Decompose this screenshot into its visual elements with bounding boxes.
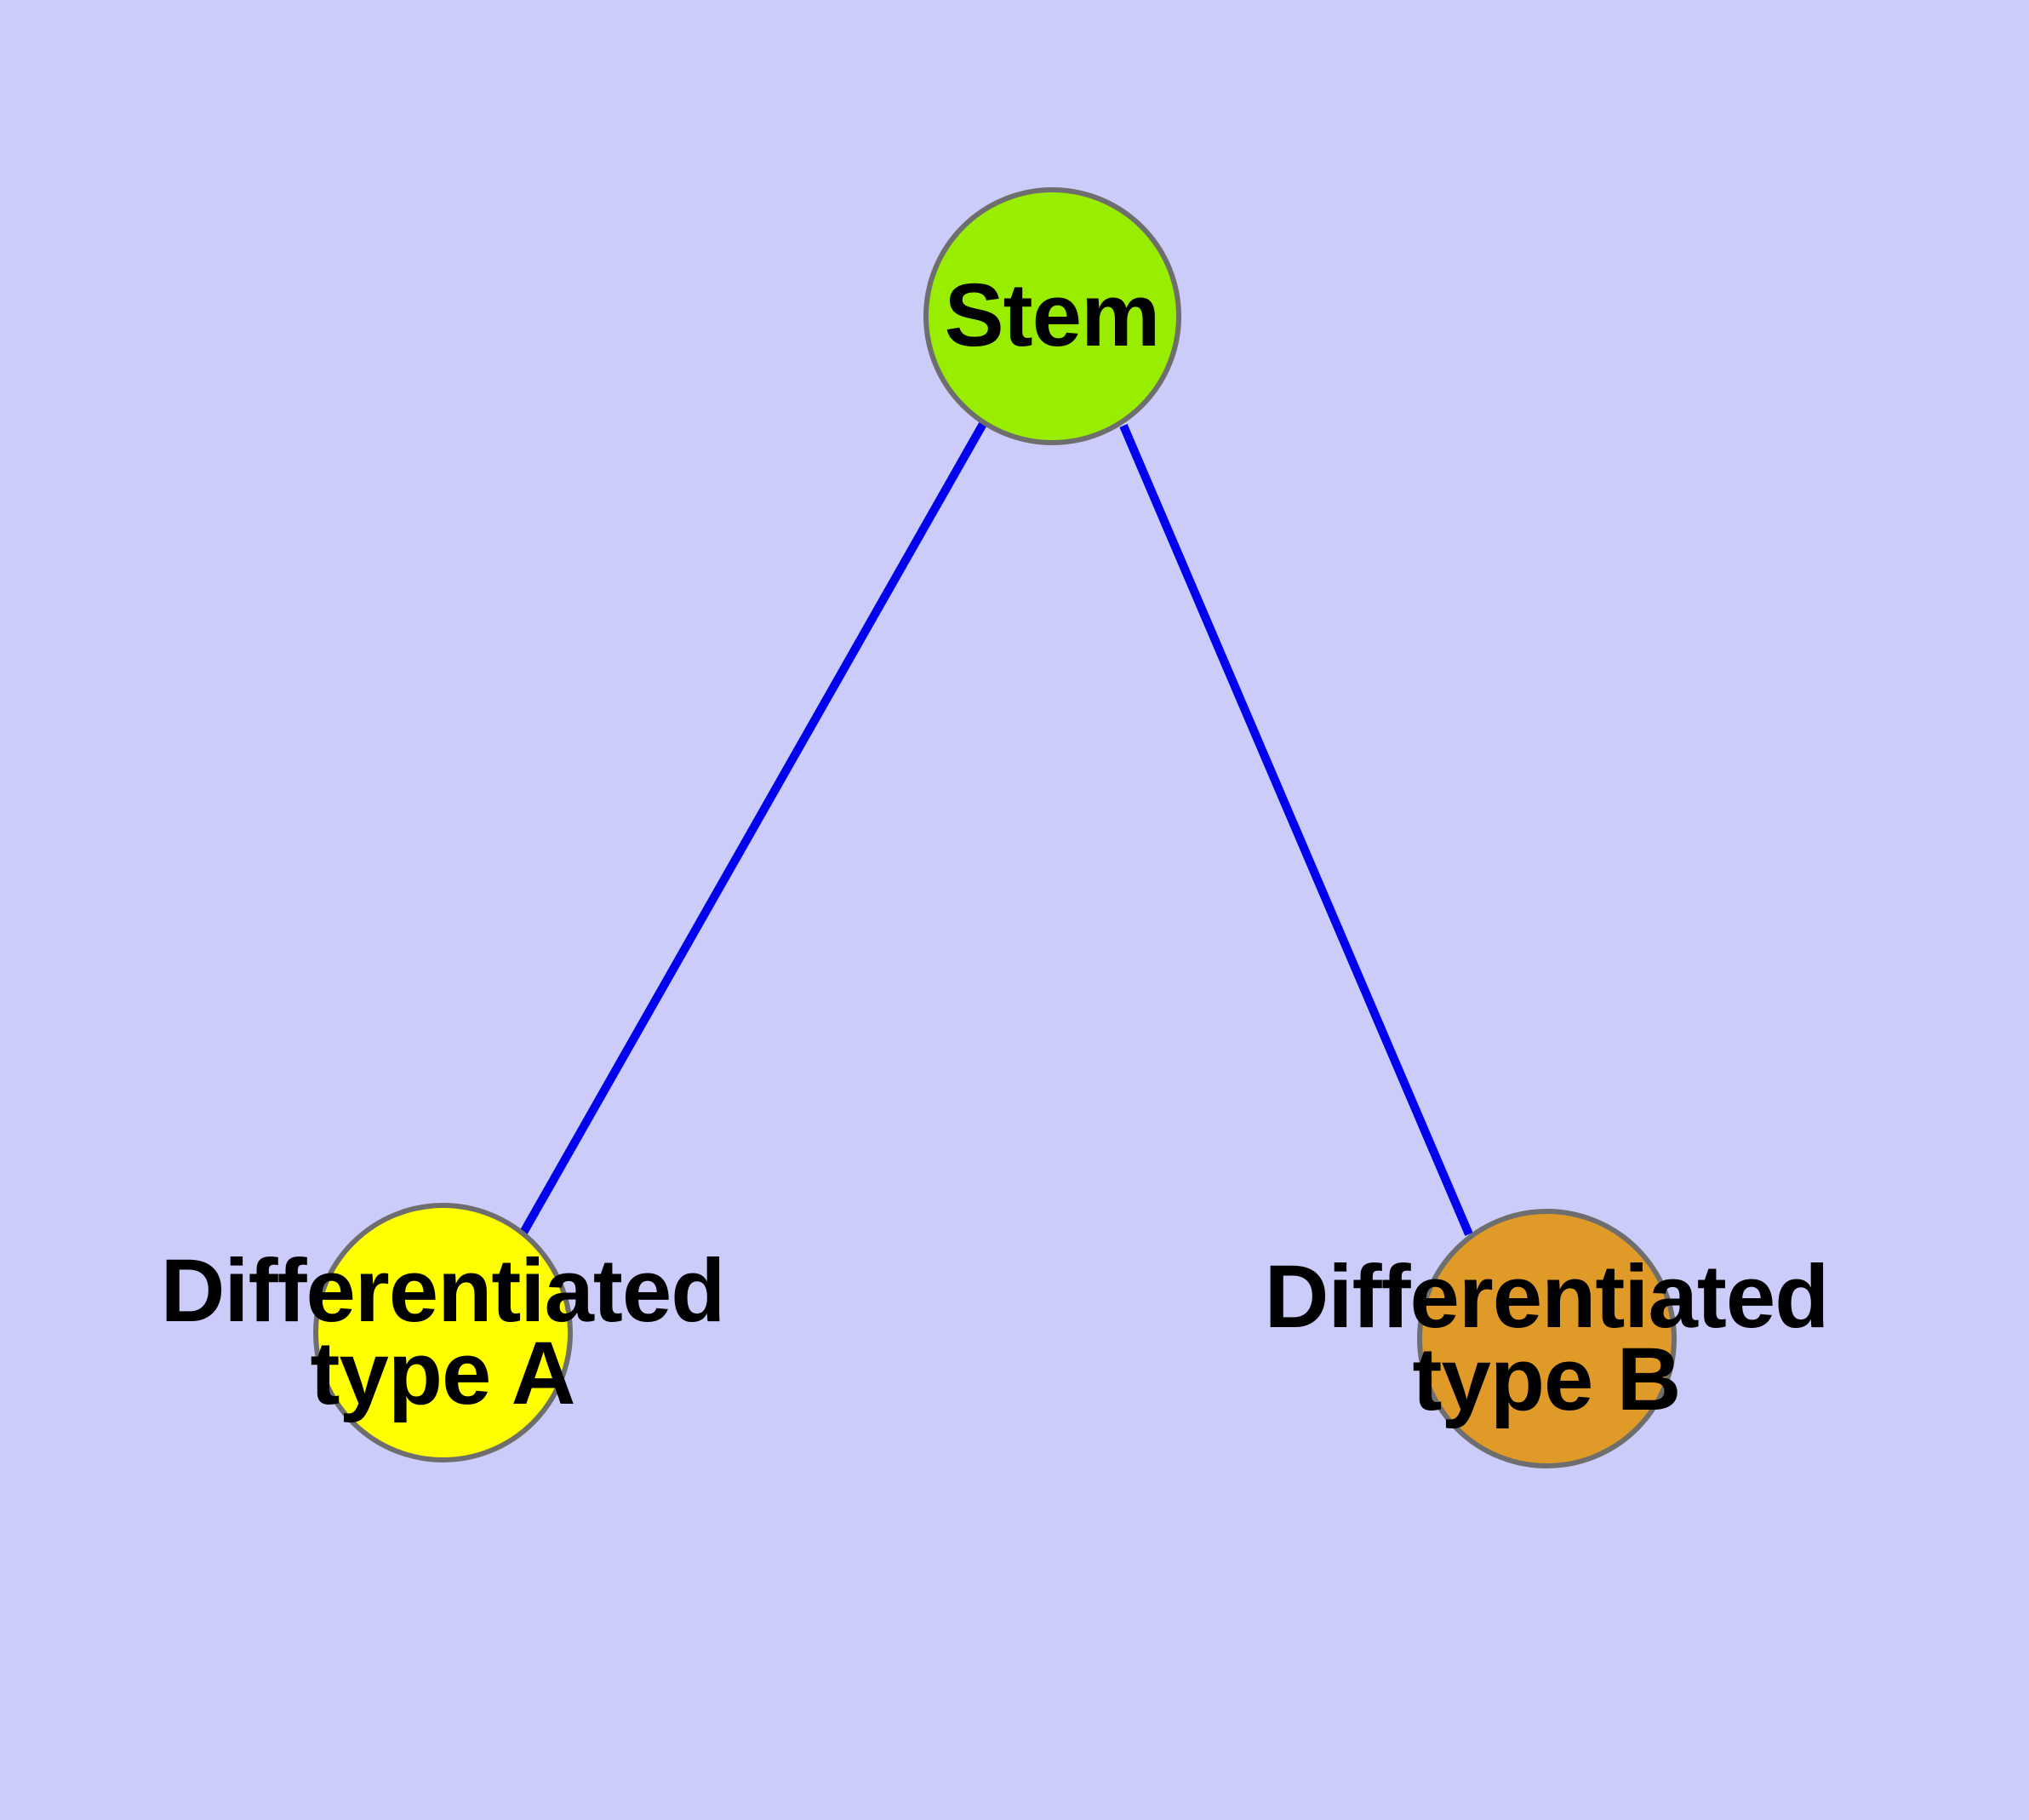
edge-stem-to-differentiated-type-b[interactable]: [1119, 424, 1473, 1236]
node-differentiated-type-b[interactable]: [1417, 1209, 1677, 1468]
node-differentiated-type-a[interactable]: [313, 1203, 573, 1462]
node-stem[interactable]: [923, 187, 1181, 445]
edge-stem-to-differentiated-type-a[interactable]: [519, 421, 987, 1235]
